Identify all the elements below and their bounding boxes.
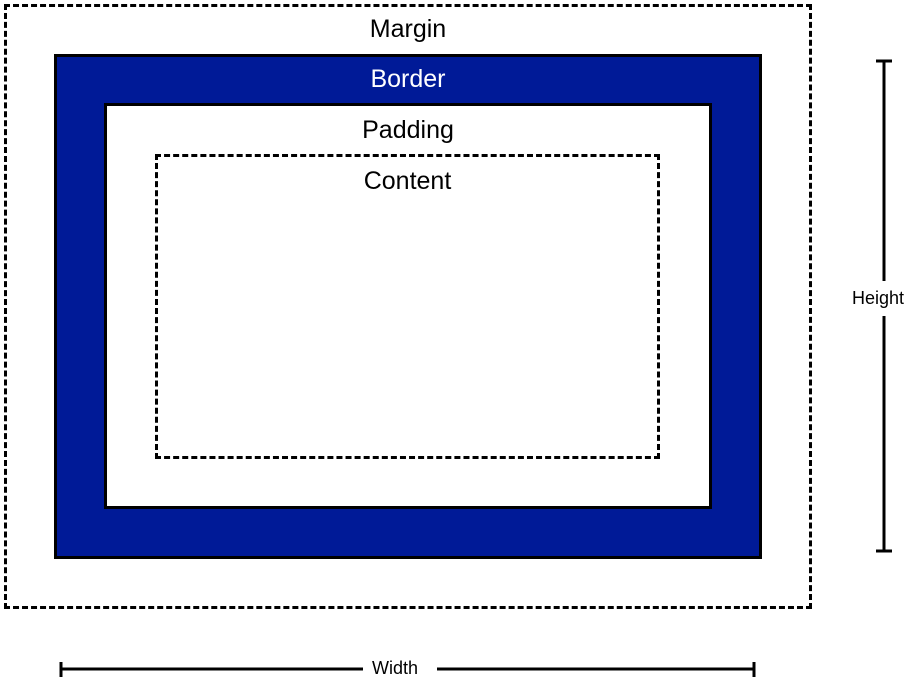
width-dimension-line (59, 662, 756, 677)
padding-label: Padding (362, 116, 454, 144)
margin-label: Margin (369, 15, 447, 43)
height-dimension-line (876, 59, 892, 553)
content-label: Content (363, 167, 452, 195)
border-label: Border (370, 65, 446, 93)
content-box (155, 154, 660, 459)
height-label: Height (852, 287, 905, 309)
width-label: Width (372, 657, 419, 679)
